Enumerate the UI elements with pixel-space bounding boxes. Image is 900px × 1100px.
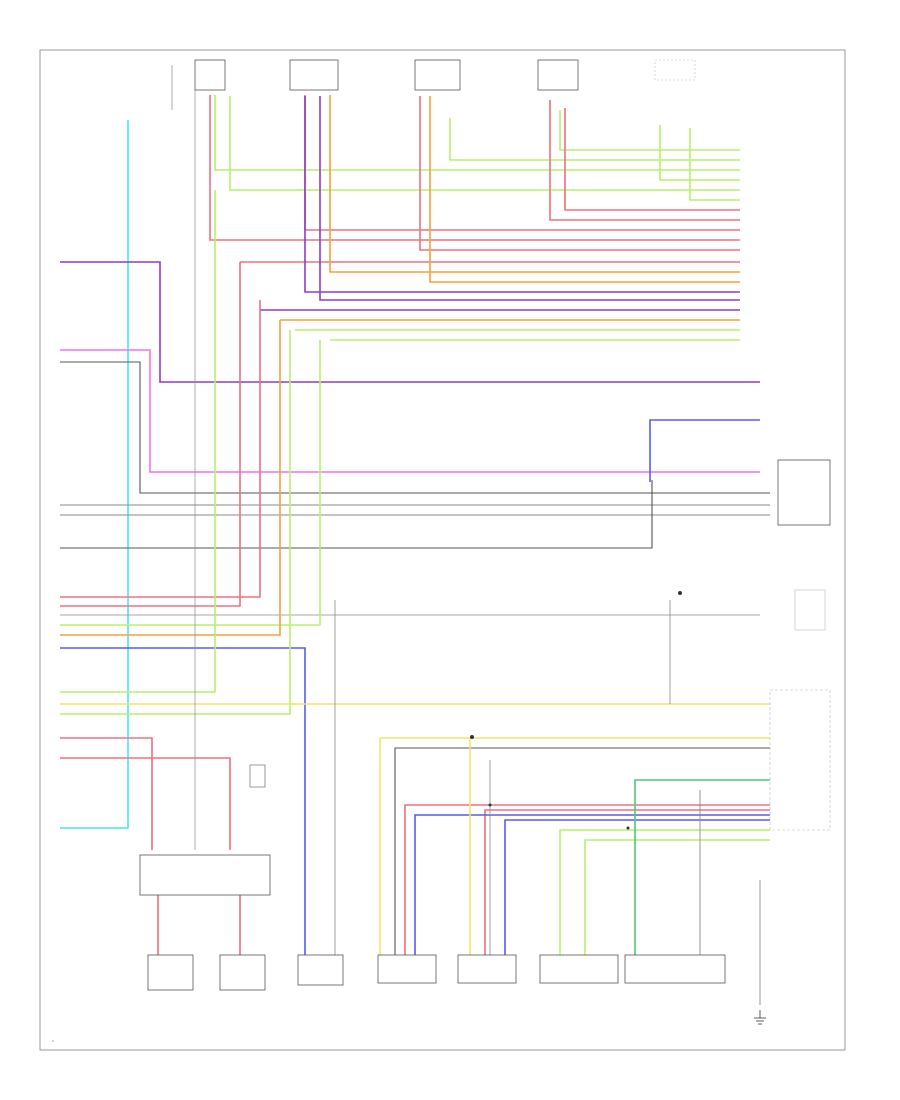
bus-wire-12 [329, 95, 740, 273]
acceleration-sensor-connector [769, 689, 831, 831]
bus-wire-0 [559, 110, 740, 151]
blue-wire-upper [649, 419, 760, 482]
height-ctrl-sensor-box-1 [147, 954, 194, 991]
bus-wire-14 [304, 96, 740, 293]
pink-lower-2 [60, 262, 241, 607]
bus-wire-9 [209, 95, 740, 241]
fluid-pressure-sensor-box [537, 59, 579, 91]
yaw-sensor-box [654, 59, 696, 81]
pink-right-4 [484, 809, 770, 955]
bus-wire-2 [214, 95, 740, 171]
bus-wire-7 [549, 100, 740, 221]
green-lower-4 [60, 340, 321, 626]
bus-wire-10 [419, 96, 740, 251]
bus-wire-13 [429, 96, 740, 283]
bus-wire-3 [659, 125, 740, 181]
pink-bottom-1 [60, 737, 153, 850]
right-front-height-sensor-box [194, 59, 226, 91]
rear-height-sensor-box [297, 954, 344, 986]
green-right-7 [559, 829, 770, 955]
gray-wire-4 [60, 480, 653, 549]
page-number: 1 [52, 1039, 54, 1043]
bottom-components [139, 764, 726, 991]
bus-wire-4 [229, 96, 740, 191]
right-front-actuator-box [457, 954, 517, 984]
green-right-8 [584, 839, 770, 955]
bus-wire-5 [689, 128, 740, 201]
left-rear-actuator-box [539, 954, 619, 984]
gray-right-2 [394, 747, 770, 955]
top-components [171, 59, 696, 110]
orange-lower-5 [60, 320, 281, 636]
junction-dots [470, 591, 682, 830]
right-rear-height-sensor-box [414, 59, 461, 91]
height-ctrl-sensor-box-2 [219, 954, 266, 991]
right-rear-actuator-box [624, 954, 726, 984]
pink-bottom-2 [60, 757, 231, 850]
purple-left-wire [60, 261, 760, 383]
ground-symbol [754, 1010, 766, 1025]
green-right-9 [634, 779, 770, 955]
bus-wire-6 [564, 108, 740, 211]
gray-wire-1 [60, 361, 770, 494]
cyan-signal-wire [60, 120, 129, 829]
pink-lower-1 [60, 300, 261, 598]
blue-right-5 [414, 814, 770, 955]
green-mid-3 [60, 330, 291, 715]
diagram-border [39, 49, 846, 1051]
yellow-right-1 [379, 737, 770, 955]
magenta-wire [60, 349, 760, 473]
green-mid-1 [60, 190, 216, 693]
relay-box [249, 764, 266, 788]
left-front-actuator-box [377, 954, 437, 984]
bus-wire-15 [319, 96, 740, 301]
bus-wire-1 [449, 118, 740, 161]
brake-switch-box [794, 589, 826, 631]
left-front-height-sensor-box [289, 59, 339, 91]
steering-angle-sensor-box [777, 459, 831, 526]
wire-bundle [60, 90, 770, 1005]
pink-right-3 [404, 804, 770, 955]
blue-right-6 [504, 819, 770, 955]
ecu-junction-box [139, 854, 271, 896]
right-connectors [769, 459, 831, 831]
blue-lower-6 [60, 647, 306, 955]
